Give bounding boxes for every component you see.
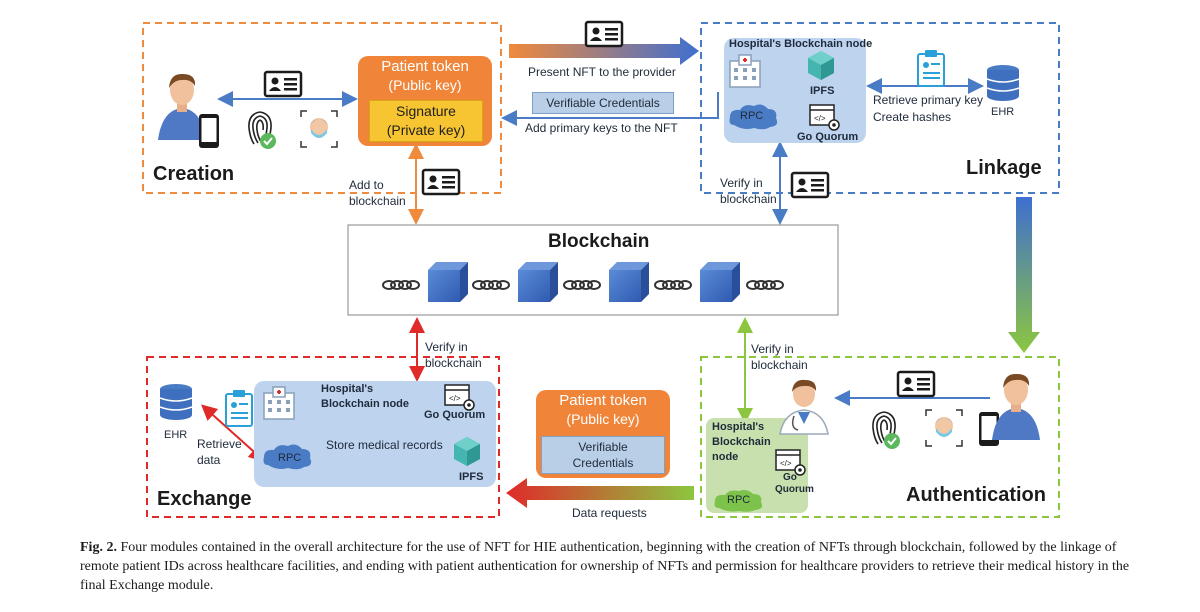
signature-box: Signature (Private key) [369, 100, 483, 142]
token-title: Patient token [381, 58, 469, 75]
exchange-patient-token: Patient token (Public key) Verifiable Cr… [536, 390, 670, 478]
ehr-database-icon [159, 383, 193, 421]
exchange-node-title-1: Hospital's [321, 383, 374, 395]
exchange-node-title-2: Blockchain node [321, 398, 410, 410]
check-badge-icon [883, 432, 901, 450]
linkage-node-title: Hospital's Blockchain node [729, 38, 873, 50]
figure-caption: Fig. 2. Four modules contained in the ov… [80, 538, 1150, 595]
block-icon [428, 262, 468, 302]
linkage-ehr-label: EHR [991, 106, 1015, 118]
store-records-label: Store medical records [326, 438, 443, 452]
exchange-node-box [254, 381, 496, 487]
linkage-verify-blockchain-label: blockchain [720, 192, 777, 206]
add-primary-keys-arrow [501, 92, 719, 126]
auth-node-title-2: Blockchain [712, 436, 771, 448]
id-card-icon [584, 20, 624, 48]
create-hashes-label: Create hashes [873, 110, 952, 124]
auth-verify-blockchain-label: blockchain [751, 358, 808, 372]
retrieve-data-arrow [201, 404, 265, 462]
exchange-rpc-label: RPC [278, 452, 302, 464]
figure-number: Fig. 2. [80, 540, 117, 555]
authentication-module-box [700, 356, 1060, 518]
patient-person-icon [158, 73, 206, 140]
linkage-to-auth-arrow [1008, 197, 1040, 353]
retrieve-data-label: data [197, 453, 221, 467]
block-icon [700, 262, 740, 302]
auth-quorum-label-2: Quorum [775, 484, 814, 495]
linkage-quorum-label: Go Quorum [797, 131, 859, 143]
retrieve-label: Retrieve [197, 437, 242, 451]
face-scan-icon [925, 409, 963, 447]
check-badge-icon [259, 132, 277, 150]
data-requests-label: Data requests [572, 506, 647, 520]
add-to-label: Add to [349, 178, 384, 192]
exchange-quorum-label: Go Quorum [424, 409, 486, 421]
linkage-title: Linkage [966, 157, 1042, 179]
exchange-ehr-label: EHR [164, 429, 188, 441]
exchange-ipfs-label: IPFS [459, 471, 484, 483]
verifiable-credentials-badge: Verifiable Credentials [532, 92, 674, 114]
exchange-verify-blockchain-label: blockchain [425, 356, 482, 370]
exchange-title: Exchange [157, 488, 252, 510]
creation-title: Creation [153, 163, 235, 185]
auth-node-title-3: node [712, 451, 739, 463]
block-icon [609, 262, 649, 302]
vc-line2: Credentials [572, 456, 634, 470]
auth-node-title-1: Hospital's [712, 421, 765, 433]
vc-line1: Verifiable [578, 440, 628, 454]
patient-person-icon [992, 373, 1040, 440]
token-public-key: (Public key) [388, 77, 462, 93]
add-to-blockchain-label: blockchain [349, 194, 406, 208]
private-key-label: (Private key) [386, 122, 466, 138]
id-card-icon [421, 168, 461, 196]
authentication-title: Authentication [906, 484, 1046, 506]
data-requests-arrow [506, 478, 694, 508]
token-public-key: (Public key) [566, 411, 640, 427]
id-card-icon [896, 370, 936, 398]
present-nft-arrow [509, 37, 699, 65]
auth-quorum-label-1: Go [783, 472, 797, 483]
doctor-icon [779, 379, 829, 435]
phone-icon [199, 114, 219, 148]
add-primary-keys-label: Add primary keys to the NFT [525, 121, 678, 135]
present-nft-label: Present NFT to the provider [528, 65, 676, 79]
caption-text: Four modules contained in the overall ar… [80, 540, 1130, 593]
blockchain-title: Blockchain [548, 231, 650, 252]
block-icon [518, 262, 558, 302]
ehr-database-icon [986, 64, 1020, 102]
token-title: Patient token [559, 392, 647, 409]
verifiable-credentials-box: Verifiable Credentials [541, 436, 665, 474]
auth-rpc-label: RPC [727, 494, 751, 506]
id-card-icon [263, 70, 303, 98]
face-scan-icon [300, 110, 338, 148]
linkage-verify-label: Verify in [720, 176, 763, 190]
signature-label: Signature [396, 103, 456, 119]
id-card-icon [790, 171, 830, 199]
clipboard-icon [917, 50, 945, 87]
retrieve-primary-key-label: Retrieve primary key [873, 93, 984, 107]
clipboard-icon [225, 390, 253, 427]
auth-verify-label: Verify in [751, 342, 794, 356]
exchange-verify-label: Verify in [425, 340, 468, 354]
auth-node-box [706, 418, 808, 513]
linkage-rpc-label: RPC [740, 110, 764, 122]
linkage-ipfs-label: IPFS [810, 85, 835, 97]
creation-patient-token: Patient token (Public key) Signature (Pr… [358, 56, 492, 146]
rpc-cloud-icon [714, 490, 763, 512]
exchange-module-box [146, 356, 500, 518]
